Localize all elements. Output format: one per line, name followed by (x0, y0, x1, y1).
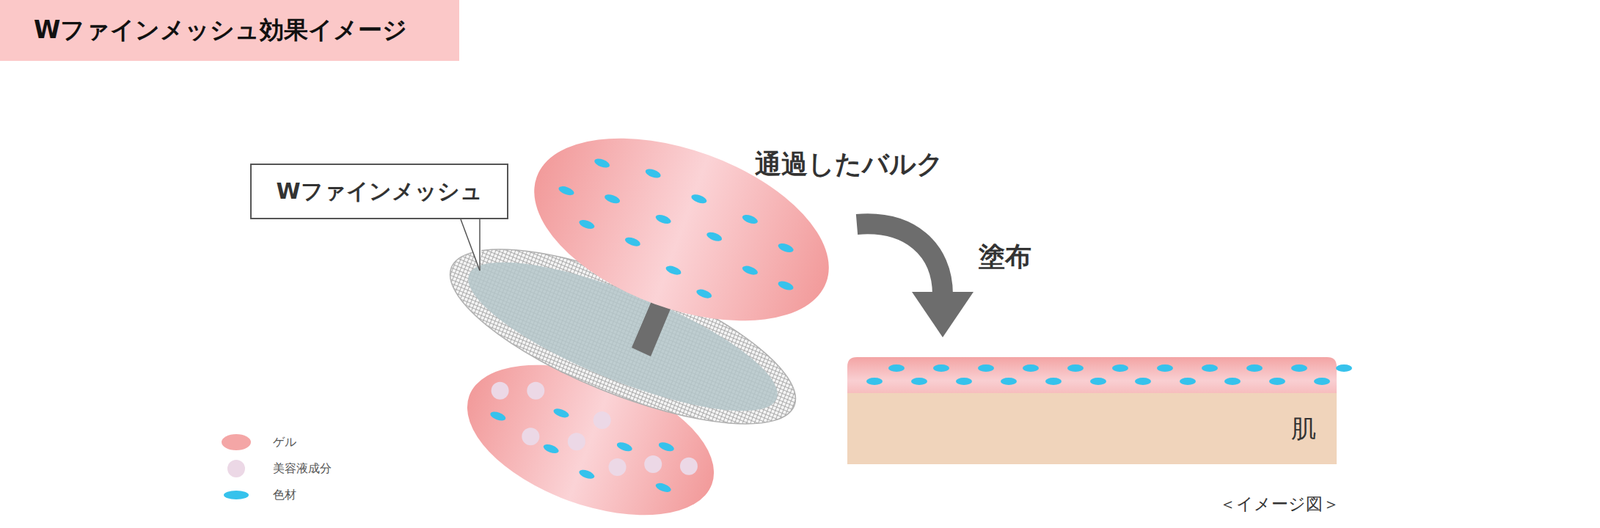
pigment-dot (615, 440, 634, 454)
callout-box: Wファインメッシュ (250, 163, 509, 220)
pigment-dot (1156, 364, 1174, 372)
pigment-dot (578, 468, 596, 481)
leader-line (460, 219, 480, 271)
pigment-dot (955, 377, 973, 386)
pigment-dots (866, 364, 1353, 386)
legend-row: ゲル (220, 432, 297, 452)
serum-dot (680, 457, 698, 476)
legend-row: 色材 (220, 485, 297, 505)
pigment-dot (1067, 364, 1084, 372)
skin-box: 肌 (847, 393, 1337, 465)
gel-ellipse (509, 102, 854, 358)
apply-arrow (856, 223, 943, 295)
bulk-label: 通過したバルク (754, 146, 944, 183)
pigment-dot (654, 213, 672, 226)
pigment-dot (644, 167, 662, 180)
serum-dot (608, 458, 627, 477)
pigment-dot (557, 184, 576, 198)
skin-label: 肌 (1291, 412, 1317, 447)
legend-text: 美容液成分 (272, 461, 332, 477)
pigment-dot (1179, 377, 1196, 386)
pigment-dot (705, 230, 724, 243)
pigment-dot (1224, 377, 1241, 386)
caption: ＜イメージ図＞ (1219, 492, 1340, 516)
serum-dot (526, 382, 545, 400)
pigment-dot (1000, 377, 1017, 386)
pigment-dot (1246, 364, 1263, 372)
pigment-dot (740, 264, 759, 277)
pigment-dot (695, 287, 714, 301)
callout-label: Wファインメッシュ (275, 176, 482, 207)
pigment-dot (1134, 377, 1152, 386)
serum-dot (593, 411, 612, 430)
pigment-dot (1112, 364, 1129, 372)
serum-dot (491, 382, 510, 400)
pigment-dot (1269, 377, 1286, 386)
pigment-dot (1022, 364, 1039, 372)
pigment-dot (933, 364, 950, 372)
serum-dot (567, 432, 586, 451)
pigment-dot (866, 377, 883, 386)
pigment-dot (690, 192, 708, 206)
pigment-dot (593, 156, 612, 170)
pigment-dot (1045, 377, 1062, 386)
leader-line (479, 219, 481, 271)
pigment-dot (911, 377, 928, 386)
title: Wファインメッシュ効果イメージ (33, 13, 408, 47)
legend-text: 色材 (272, 487, 297, 504)
pigment-dot (977, 364, 995, 372)
legend-swatch (221, 434, 251, 451)
pigment-dot (603, 192, 622, 206)
serum-dot (521, 427, 540, 446)
pigment-dot (1313, 377, 1331, 386)
pigment-dot (776, 242, 795, 255)
pigment-dot (623, 235, 642, 248)
pigment-dot (664, 264, 683, 277)
pigment-dot (1291, 364, 1308, 372)
apply-label: 塗布 (978, 239, 1032, 276)
legend-text: ゲル (272, 435, 297, 451)
pigment-dot (489, 410, 507, 423)
pigment-dot (1335, 364, 1353, 372)
pigment-dot (657, 440, 675, 454)
pigment-dot (542, 443, 560, 456)
passed-bulk (509, 102, 854, 358)
pigment-dot (1090, 377, 1107, 386)
pigment-dot (654, 481, 672, 494)
legend-row: 美容液成分 (220, 459, 332, 479)
pigment-dot (740, 213, 759, 226)
pigment-dot (888, 364, 905, 372)
legend-swatch (227, 459, 246, 478)
pigment-dot (578, 218, 596, 232)
pigment-dot (552, 407, 571, 420)
legend-swatch (223, 490, 249, 500)
title-band: Wファインメッシュ効果イメージ (0, 0, 460, 61)
apply-arrowhead (911, 291, 974, 338)
pigment-dot (776, 279, 795, 292)
applied-layer (847, 357, 1337, 397)
callout-tail (460, 217, 485, 271)
serum-dot (644, 455, 662, 474)
pigment-dot (1201, 364, 1218, 372)
